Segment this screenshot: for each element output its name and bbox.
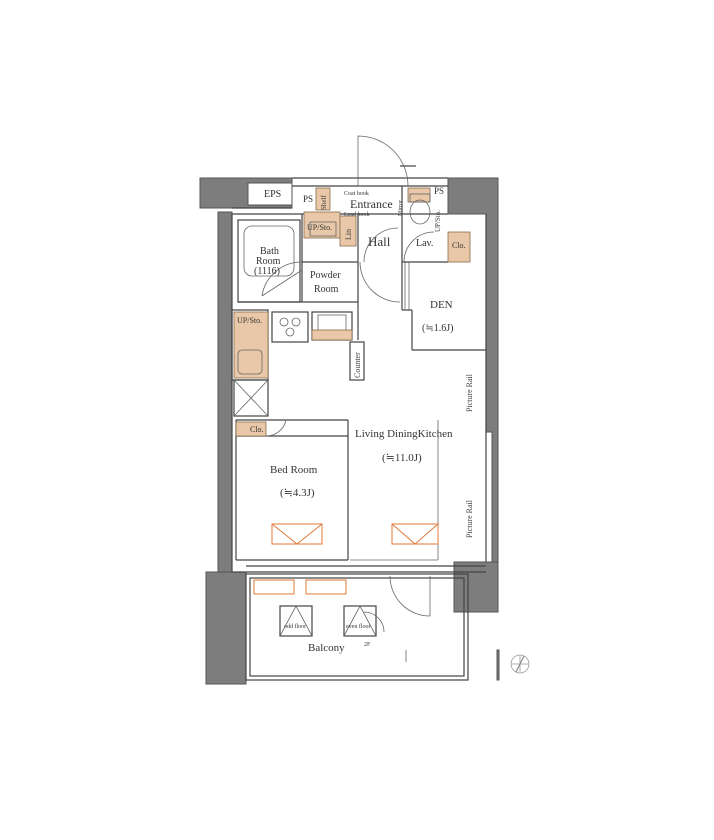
shelf-label: Shelf: [320, 195, 328, 210]
up-sto-kitchen-label: UP/Sto.: [237, 316, 262, 325]
picture-rail-top-label: Picture Rail: [465, 373, 474, 412]
counter-label: Counter: [353, 352, 362, 378]
up-sto-lav-label: UP/Sto.: [434, 210, 442, 232]
den-size-label: (≒1.6J): [422, 323, 453, 334]
clo-bed-label: Clo.: [250, 425, 264, 434]
den-label: DEN: [430, 299, 453, 311]
powder-room-label-2: Room: [314, 284, 339, 295]
lin-label: Lin: [344, 229, 353, 240]
lav-label: Lav.: [416, 238, 433, 249]
ldk-size-label: (≒11.0J): [382, 452, 422, 464]
even-floor-label: even floor: [346, 623, 371, 630]
lead-hook-label: Lead hook: [344, 212, 370, 218]
eps-label: EPS: [264, 189, 281, 200]
hall-label: Hall: [368, 234, 391, 249]
doors: [261, 135, 435, 617]
storage-blocks: [233, 187, 471, 437]
structural-walls: [199, 177, 500, 685]
ps-label-right: PS: [434, 186, 444, 196]
bath-room-label: Bath: [260, 246, 279, 257]
bath-size-label: (1116): [254, 266, 280, 277]
fixtures: [237, 193, 431, 375]
mirror-label: Mirror: [398, 200, 404, 216]
balcony-label: Balcony: [308, 642, 345, 654]
aircon-markers: [253, 523, 439, 595]
odd-floor-label: odd floor: [284, 623, 306, 630]
picture-rail-bottom-label: Picture Rail: [465, 499, 474, 538]
up-sto-label-top: UP/Sto.: [307, 223, 332, 232]
bed-room-label: Bed Room: [270, 464, 318, 476]
powder-room-label: Powder: [310, 270, 341, 281]
room-labels: EPS PS Shelf Coat hook Entrance Lead hoo…: [237, 186, 474, 654]
compass-icon: [510, 654, 530, 674]
even-floor-2-label: 2F: [364, 642, 371, 648]
clo-den-label: Clo.: [452, 241, 466, 250]
bed-size-label: (≒4.3J): [280, 487, 315, 499]
bath-room-label-2: Room: [256, 256, 281, 267]
ps-label-left: PS: [303, 194, 313, 204]
coat-hook-label: Coat hook: [344, 191, 369, 197]
entrance-label: Entrance: [350, 197, 393, 211]
balcony-hatches: [279, 605, 385, 637]
ldk-label: Living DiningKitchen: [355, 428, 453, 440]
